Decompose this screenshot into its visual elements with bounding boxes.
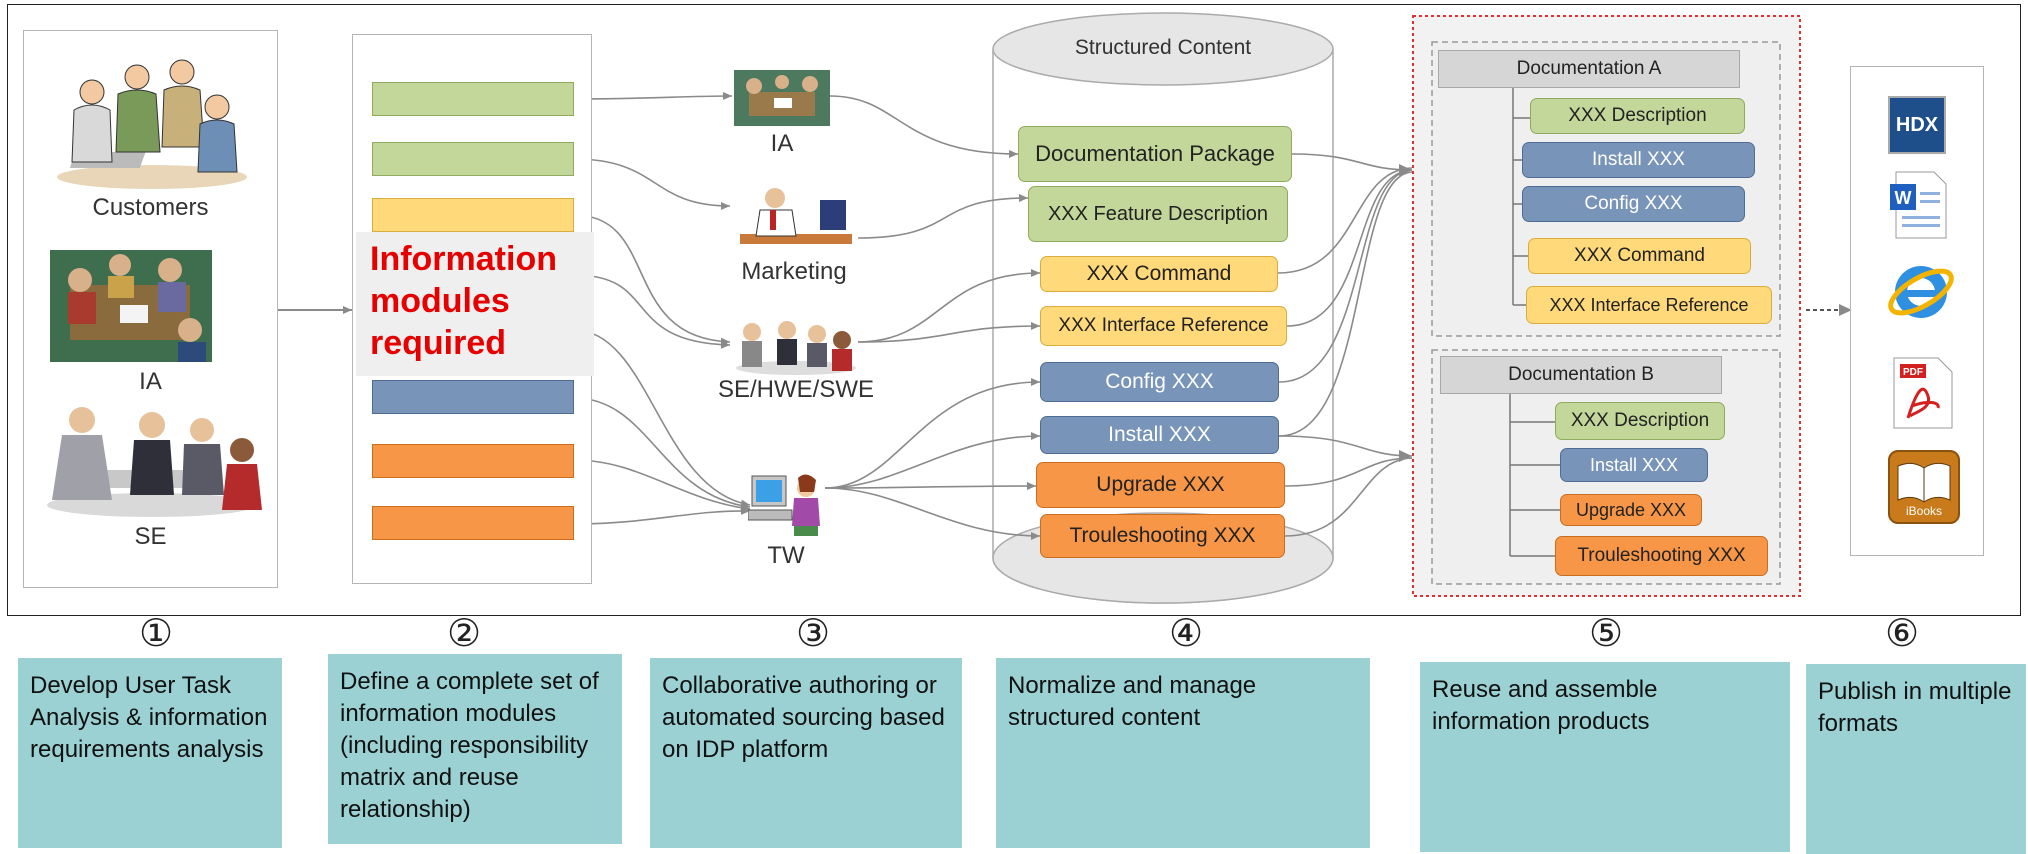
ibooks-icon: iBooks <box>1888 450 1960 524</box>
se-label: SE <box>134 523 167 550</box>
doc-b-tree-lines <box>1509 393 1560 557</box>
ia-meeting-photo <box>50 250 212 362</box>
sc-feature-description: XXX Feature Description <box>1028 186 1288 242</box>
module-bar-green-1 <box>372 82 574 116</box>
step-number-6: ⑥ <box>1884 613 1920 655</box>
module-bar-orange-2 <box>372 506 574 540</box>
se-hwe-swe-illustration <box>732 318 860 376</box>
sc-interface-reference: XXX Interface Reference <box>1040 306 1287 346</box>
word-doc-icon: W <box>1888 170 1952 240</box>
module-bar-green-2 <box>372 142 574 176</box>
doc-b-upgrade: Upgrade XXX <box>1560 494 1702 526</box>
marketing-illustration <box>730 186 858 254</box>
hdx-icon: HDX <box>1888 96 1946 154</box>
doc-a-description: XXX Description <box>1530 98 1745 134</box>
sc-install: Install XXX <box>1040 416 1279 454</box>
ibooks-label: iBooks <box>1905 504 1943 518</box>
module-bar-blue-1 <box>372 380 574 414</box>
customers-label: Customers <box>92 194 209 221</box>
step-description-4: Normalize and manage structured content <box>996 658 1370 848</box>
svg-text:W: W <box>1895 188 1912 208</box>
doc-a-config: Config XXX <box>1522 186 1745 222</box>
doc-a-interface-reference: XXX Interface Reference <box>1526 286 1772 324</box>
step-number-1: ① <box>138 613 174 655</box>
doc-b-title: Documentation B <box>1440 356 1722 394</box>
step-description-3: Collaborative authoring or automated sou… <box>650 658 962 848</box>
sc-documentation-package: Documentation Package <box>1018 126 1292 182</box>
pdf-icon: PDF <box>1888 356 1958 430</box>
structured-content-title: Structured Content <box>1074 36 1252 59</box>
doc-a-tree-lines <box>1512 86 1530 306</box>
marketing-label: Marketing <box>741 258 847 285</box>
step-number-4: ④ <box>1168 613 1204 655</box>
sc-config: Config XXX <box>1040 362 1279 402</box>
diagram-frame <box>7 4 2021 616</box>
ia-label-col3: IA <box>770 130 794 157</box>
arrows-col4-col5 <box>1277 153 1413 537</box>
step-description-6: Publish in multiple formats <box>1806 664 2026 854</box>
sc-troubleshooting: Trouleshooting XXX <box>1040 514 1285 558</box>
ia-author-photo <box>734 70 830 126</box>
doc-a-install: Install XXX <box>1522 142 1755 178</box>
customers-illustration <box>52 52 252 192</box>
pdf-icon-text: PDF <box>1903 367 1923 378</box>
step-number-3: ③ <box>795 613 831 655</box>
sc-upgrade: Upgrade XXX <box>1036 462 1285 508</box>
tw-illustration <box>747 470 824 538</box>
se-hwe-swe-label: SE/HWE/SWE <box>717 376 874 403</box>
se-team-illustration <box>42 400 264 520</box>
doc-b-description: XXX Description <box>1555 402 1725 440</box>
ia-label-col1: IA <box>139 368 162 395</box>
doc-a-command: XXX Command <box>1528 238 1751 274</box>
step-number-5: ⑤ <box>1588 613 1624 655</box>
step-description-1: Develop User Task Analysis & information… <box>18 658 282 848</box>
arrows-col3-col4 <box>824 95 1041 540</box>
module-bar-orange-1 <box>372 444 574 478</box>
doc-b-troubleshooting: Trouleshooting XXX <box>1555 536 1768 576</box>
module-bar-yellow-1 <box>372 198 574 232</box>
step-description-5: Reuse and assemble information products <box>1420 662 1790 852</box>
internet-explorer-icon <box>1886 254 1956 326</box>
sc-command: XXX Command <box>1040 256 1278 292</box>
doc-b-install: Install XXX <box>1560 448 1708 482</box>
tw-label: TW <box>767 542 805 569</box>
step-description-2: Define a complete set of information mod… <box>328 654 622 844</box>
information-modules-label: Information modules required <box>356 232 594 376</box>
step-number-2: ② <box>446 613 482 655</box>
doc-a-title: Documentation A <box>1438 50 1740 88</box>
arrows-col2-col3 <box>573 92 751 525</box>
